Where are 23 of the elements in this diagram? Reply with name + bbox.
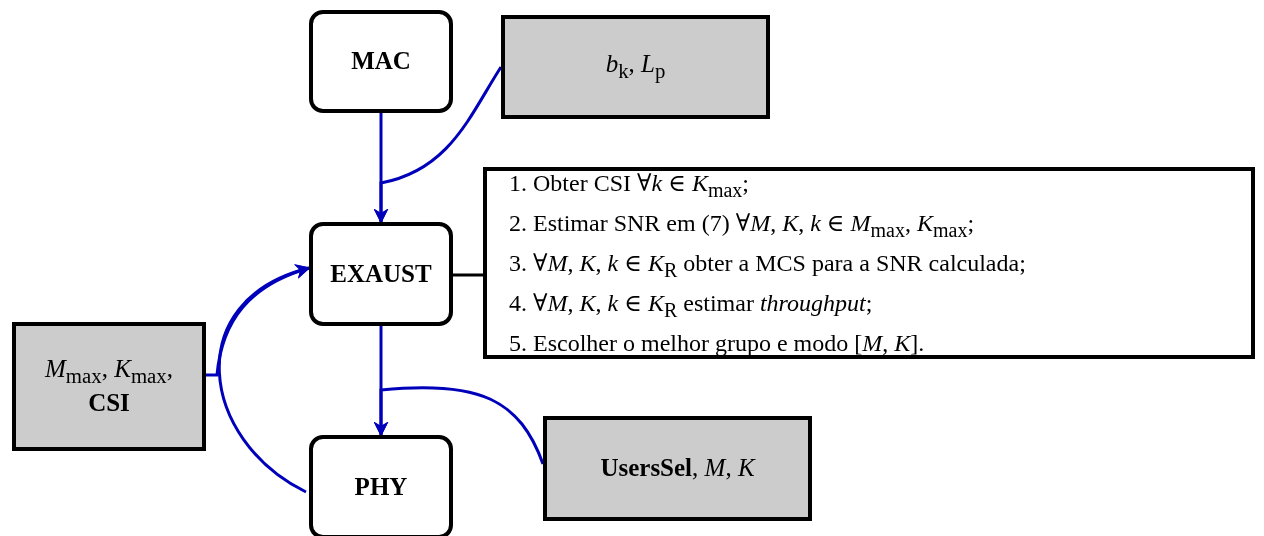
steps-box: [483, 167, 1255, 359]
box-label: CSI: [88, 389, 130, 418]
arrow: [373, 66, 503, 224]
box-label: UsersSel, M, K: [600, 454, 755, 483]
step-text: 1. Obter CSI ∀k ∈ K$_{max}$;: [509, 169, 750, 204]
parameter-box: [501, 15, 770, 119]
box-label: b$_{k}$, L$_{p}$: [605, 50, 666, 84]
box-label: EXAUST: [330, 259, 432, 289]
box-label: M$_{max}$, K$_{max}$,: [45, 355, 173, 390]
process-box: [309, 10, 453, 113]
box-label: MAC: [351, 47, 411, 76]
step-text: 4. ∀M, K, k ∈ K$_{R}$ estimar throughput;: [509, 288, 873, 323]
connector-line: [453, 273, 483, 277]
step-text: 5. Escolher o melhor grupo e modo [M, K].: [509, 328, 925, 358]
box-label: PHY: [354, 472, 408, 502]
process-box: [309, 435, 453, 536]
step-text: 3. ∀M, K, k ∈ K$_{R}$ obter a MCS para a SNR calculada;: [509, 249, 1026, 283]
parameter-box: [543, 416, 812, 521]
arrow: [206, 265, 311, 377]
arrow: [373, 386, 545, 465]
step-text: 2. Estimar SNR em (7) ∀M, K, k ∈ M$_{max}$, K$_{max}$;: [509, 209, 975, 243]
process-box: [309, 222, 453, 326]
parameter-box: [12, 322, 206, 451]
